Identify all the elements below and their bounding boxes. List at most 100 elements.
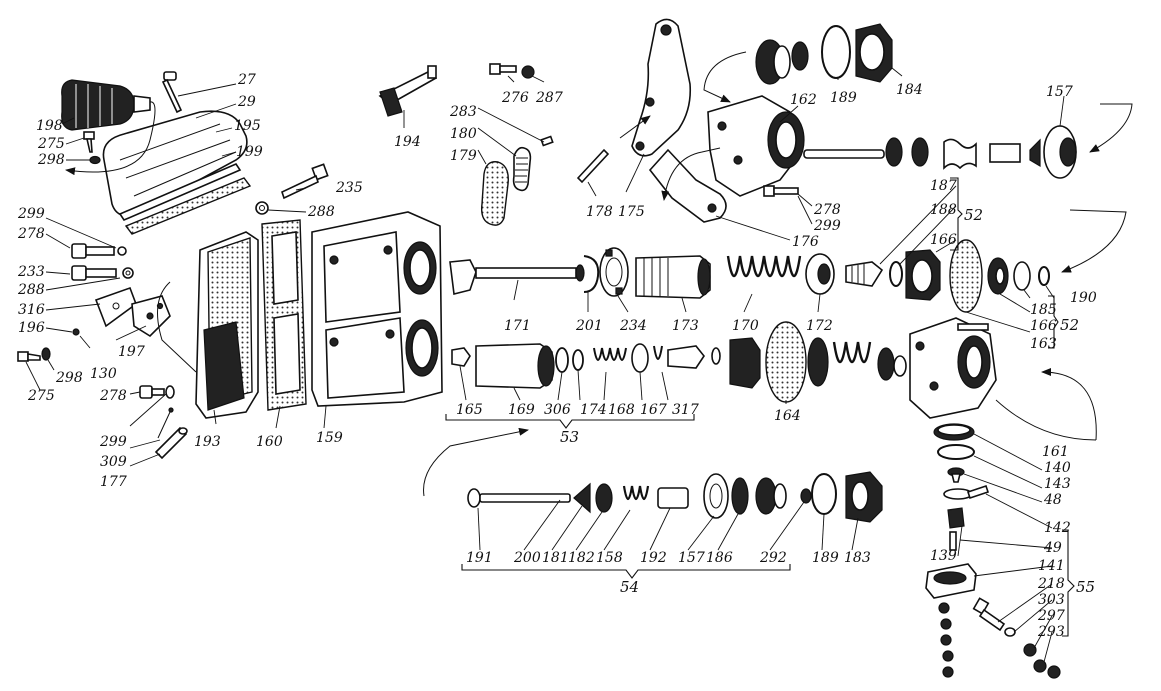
part-181-cup — [573, 482, 591, 514]
label-297: 297 — [1037, 608, 1065, 624]
part-298-washer-bottom — [41, 347, 51, 361]
label-140: 140 — [1044, 460, 1071, 476]
label-233: 233 — [17, 264, 45, 280]
label-179: 179 — [450, 148, 477, 164]
part-195-cover — [102, 110, 248, 221]
part-309-pin — [157, 407, 174, 439]
part-278-bolt-left — [71, 243, 127, 259]
label-178: 178 — [586, 204, 613, 220]
label-288-top: 288 — [307, 204, 335, 220]
part-297-nut — [1023, 643, 1037, 657]
brace-54 — [461, 564, 791, 579]
part-176-fork — [648, 148, 727, 223]
label-299-bottom: 299 — [99, 434, 127, 450]
label-29: 29 — [237, 94, 256, 110]
arrow-2 — [703, 51, 747, 103]
part-316-bracket — [94, 286, 137, 328]
part-157-valve-rod-row — [803, 125, 1077, 179]
label-168: 168 — [608, 402, 635, 418]
part-299-washer-bottom — [165, 385, 175, 399]
part-278-bolt-top-right — [763, 185, 799, 197]
label-189-bottom: 189 — [812, 550, 839, 566]
part-143-ring — [937, 444, 975, 460]
label-187: 187 — [930, 178, 957, 194]
label-200: 200 — [513, 550, 541, 566]
label-235: 235 — [335, 180, 363, 196]
part-177-pin — [154, 426, 188, 460]
part-292-cap — [755, 477, 812, 515]
label-191: 191 — [466, 550, 493, 566]
label-298-top: 298 — [37, 152, 65, 168]
part-278-bolt-bottom — [139, 385, 165, 399]
part-192-sleeve — [657, 487, 689, 509]
part-234-nut — [599, 247, 629, 297]
part-298-washer-top — [89, 155, 101, 165]
brace-52-bottom — [1048, 295, 1059, 349]
label-278-bottom: 278 — [99, 388, 127, 404]
label-142: 142 — [1044, 520, 1071, 536]
part-140-ring — [933, 423, 975, 441]
label-283: 283 — [449, 104, 477, 120]
label-52-top: 52 — [964, 206, 983, 224]
label-27: 27 — [237, 72, 256, 88]
label-169: 169 — [508, 402, 535, 418]
part-141-nut — [925, 563, 977, 599]
label-184: 184 — [896, 82, 923, 98]
label-278-left: 278 — [17, 226, 45, 242]
label-52-bottom: 52 — [1060, 316, 1079, 334]
label-143: 143 — [1044, 476, 1071, 492]
arrow-5 — [661, 147, 721, 201]
label-299-top-right: 299 — [813, 218, 841, 234]
label-162: 162 — [790, 92, 817, 108]
part-165-plug — [451, 347, 471, 367]
label-166-top: 166 — [930, 232, 957, 248]
part-167-cup — [631, 343, 649, 373]
label-193: 193 — [194, 434, 221, 450]
part-186-ring — [731, 477, 749, 515]
label-189-top: 189 — [830, 90, 857, 106]
part-283-screw — [540, 135, 554, 147]
part-287-nut — [521, 65, 535, 79]
label-172: 172 — [806, 318, 833, 334]
label-163: 163 — [1030, 336, 1057, 352]
arrow-8 — [423, 427, 529, 497]
part-188-ring — [889, 261, 903, 287]
part-191-rod — [467, 488, 571, 508]
label-167: 167 — [640, 402, 667, 418]
label-276: 276 — [501, 90, 529, 106]
part-169-piston-sleeve — [475, 343, 555, 389]
part-276-bolt — [489, 63, 517, 75]
part-194-valve — [378, 65, 438, 117]
label-183: 183 — [844, 550, 871, 566]
arrow-6 — [1061, 209, 1127, 273]
arrow-3 — [619, 115, 651, 139]
part-178-pin — [576, 148, 610, 184]
part-306-ring — [555, 347, 569, 373]
label-303: 303 — [1038, 592, 1065, 608]
part-172-cup — [805, 253, 835, 295]
arrow-4 — [1089, 103, 1133, 153]
part-182-disc — [595, 483, 613, 513]
part-139-sleeve — [947, 507, 965, 529]
brace-55 — [1062, 529, 1075, 637]
label-49: 49 — [1043, 540, 1062, 556]
part-235-bolt — [281, 163, 329, 200]
label-174: 174 — [580, 402, 607, 418]
part-164-assembly — [729, 321, 907, 403]
label-292: 292 — [759, 550, 787, 566]
part-183-cap — [845, 471, 883, 523]
part-218-bolt — [972, 597, 1006, 632]
label-299-left: 299 — [17, 206, 45, 222]
label-181: 181 — [542, 550, 569, 566]
part-170-spring — [726, 255, 802, 278]
part-197-bracket — [131, 295, 171, 338]
leader-lines — [25, 67, 1065, 663]
label-201: 201 — [575, 318, 603, 334]
part-201-circlip — [583, 255, 600, 293]
label-199: 199 — [236, 144, 263, 160]
part-275-bolt-bottom — [17, 351, 41, 362]
label-192: 192 — [640, 550, 667, 566]
part-185-washer-set — [987, 257, 1031, 295]
label-176: 176 — [792, 234, 819, 250]
